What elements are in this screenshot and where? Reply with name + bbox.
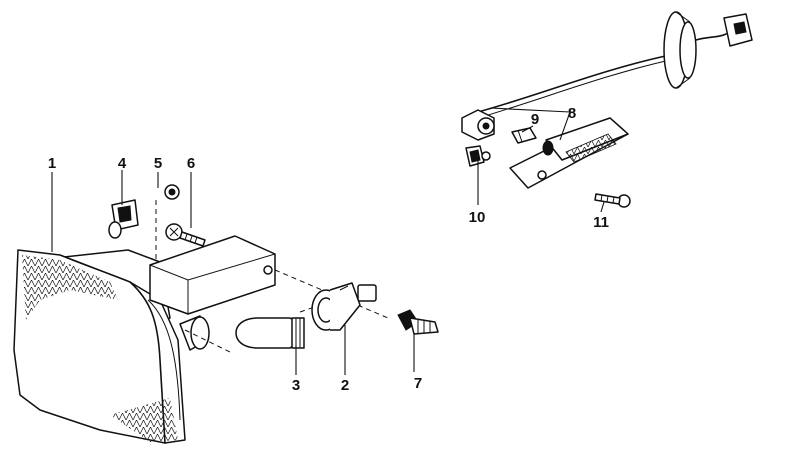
mounting-arm-icon — [149, 235, 276, 315]
callout-1: 1 — [48, 155, 56, 172]
callout-4: 4 — [118, 155, 127, 172]
callout-8: 8 — [568, 105, 576, 122]
side-repeater-lens-icon — [509, 117, 629, 189]
callout-5: 5 — [154, 155, 162, 172]
callout-11: 11 — [593, 214, 609, 231]
side-repeater-wiring-icon — [477, 11, 753, 119]
bulb-icon — [235, 317, 305, 349]
retaining-clip-icon — [108, 199, 139, 239]
screw-icon — [165, 223, 206, 247]
callout-6: 6 — [187, 155, 195, 172]
callout-10: 10 — [469, 209, 486, 226]
leader-lines — [51, 107, 605, 375]
side-repeater-bulb-icon — [511, 127, 537, 144]
callout-3: 3 — [292, 377, 300, 394]
socket-connector-icon — [397, 309, 439, 335]
callout-2: 2 — [341, 377, 349, 394]
callout-9: 9 — [531, 111, 539, 128]
callout-7: 7 — [414, 375, 422, 392]
bulb-socket-icon — [311, 282, 377, 331]
side-repeater-screw-icon — [594, 193, 631, 208]
side-repeater-clip-icon — [465, 145, 491, 167]
nut-icon — [164, 184, 180, 200]
side-repeater-socket-icon — [461, 109, 495, 141]
